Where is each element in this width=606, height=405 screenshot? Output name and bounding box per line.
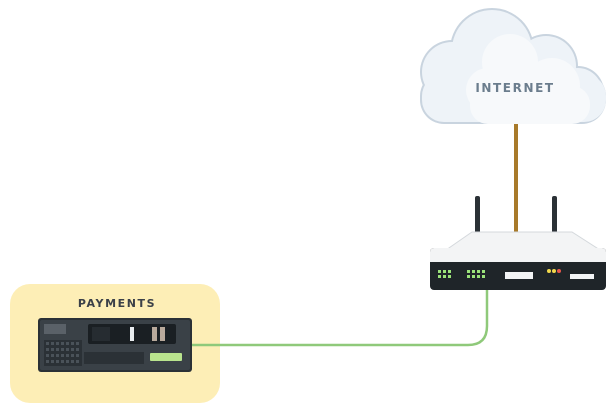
router-status-led <box>547 269 551 273</box>
server-status-indicator <box>150 353 182 361</box>
lan-cable <box>190 290 489 347</box>
cloud-icon <box>420 8 606 124</box>
router-leds-middle <box>467 270 485 278</box>
router-leds-left <box>438 270 451 278</box>
router-port <box>570 274 594 279</box>
internet-label: INTERNET <box>475 81 554 95</box>
router-antenna-right <box>552 196 557 240</box>
wireless-router-icon <box>430 196 606 290</box>
router-display <box>505 272 533 279</box>
payments-label: PAYMENTS <box>78 297 156 310</box>
router-antenna-left <box>475 196 480 240</box>
server-icon <box>38 318 192 372</box>
